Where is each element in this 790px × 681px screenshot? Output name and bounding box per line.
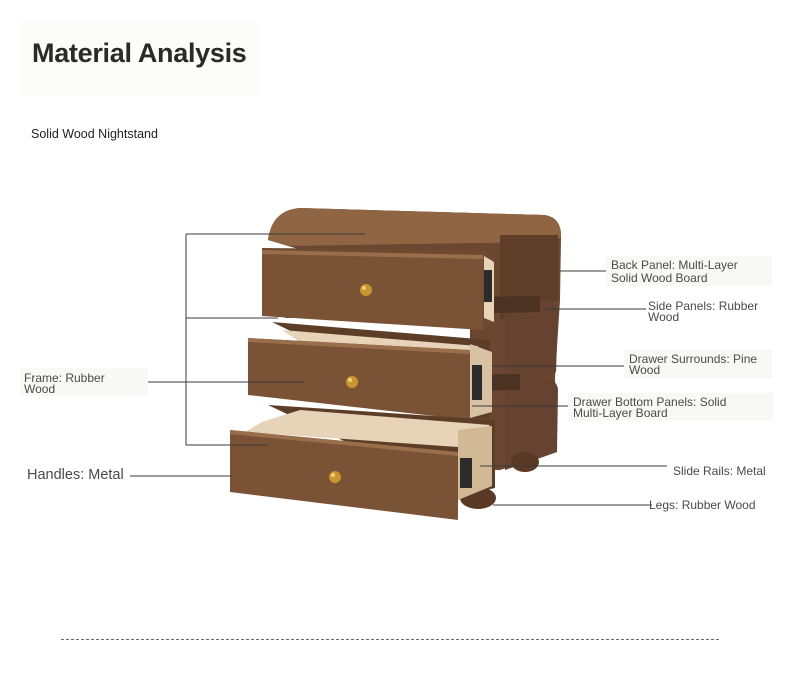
- callout-legs: Legs: Rubber Wood: [649, 498, 756, 512]
- label-bg: [568, 393, 773, 421]
- title-panel: [20, 22, 258, 96]
- callout-slide-rails: Slide Rails: Metal: [673, 464, 766, 478]
- page-subtitle: Solid Wood Nightstand: [31, 127, 158, 141]
- dashed-divider: [61, 639, 719, 640]
- knobs: [329, 284, 372, 483]
- drawer-middle: [248, 322, 492, 420]
- drawer-top: [262, 248, 494, 330]
- drawer-bottom: [230, 405, 495, 520]
- label-bg: [624, 350, 772, 378]
- label-bg: [20, 368, 148, 396]
- callout-handles: Handles: Metal: [27, 467, 124, 483]
- label-bg: [606, 256, 772, 286]
- page-title: Material Analysis: [32, 38, 247, 68]
- leader-lines: [130, 233, 667, 506]
- frame-bracket: [185, 234, 268, 446]
